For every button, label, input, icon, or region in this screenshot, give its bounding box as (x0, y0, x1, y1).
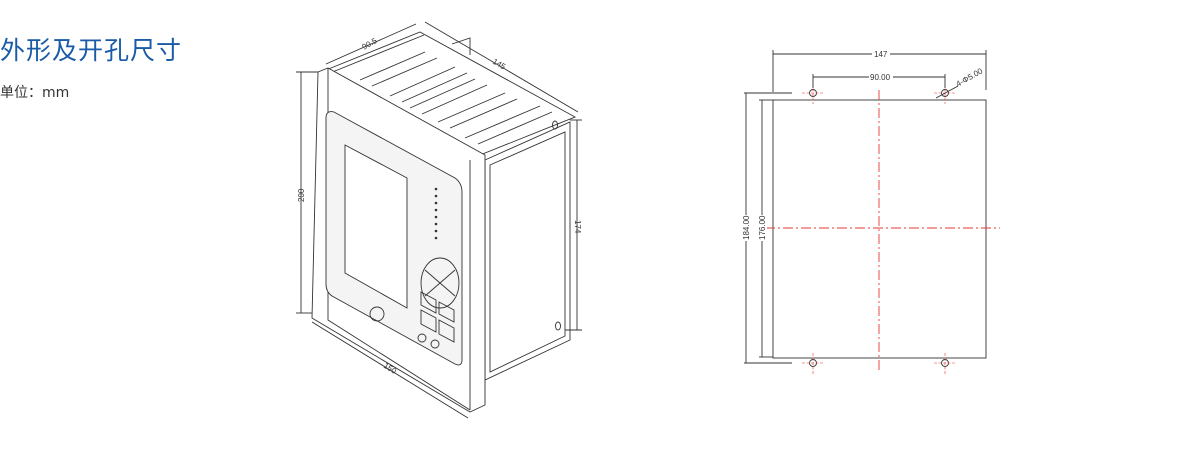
key (420, 309, 437, 333)
centerlines (765, 90, 1000, 372)
dim-holes: 4-Φ5.00 (955, 66, 985, 89)
dim-cutout-width: 147 (874, 50, 888, 59)
cutout-drawing (744, 50, 1000, 374)
cutout-rectangle (772, 99, 987, 359)
dim-inner-height: 176.00 (758, 215, 767, 240)
cutout-dimension-labels: 147 90.00 4-Φ5.00 184.00 176.00 (741, 48, 985, 241)
led-indicators (434, 187, 438, 240)
device-isometric-drawing (296, 21, 582, 419)
navigation-keypad (420, 257, 460, 309)
unit-label: 单位：mm (0, 85, 70, 101)
dim-hole-spacing: 90.00 (870, 73, 891, 82)
page-title: 外形及开孔尺寸 (0, 36, 183, 65)
lcd-screen (344, 144, 408, 309)
key (438, 319, 455, 343)
dim-height: 200 (297, 188, 306, 202)
key (420, 291, 437, 314)
knob (369, 306, 385, 322)
key (438, 301, 455, 323)
dim-side-height: 174 (573, 220, 582, 234)
dim-outer-height: 184.00 (742, 215, 751, 240)
